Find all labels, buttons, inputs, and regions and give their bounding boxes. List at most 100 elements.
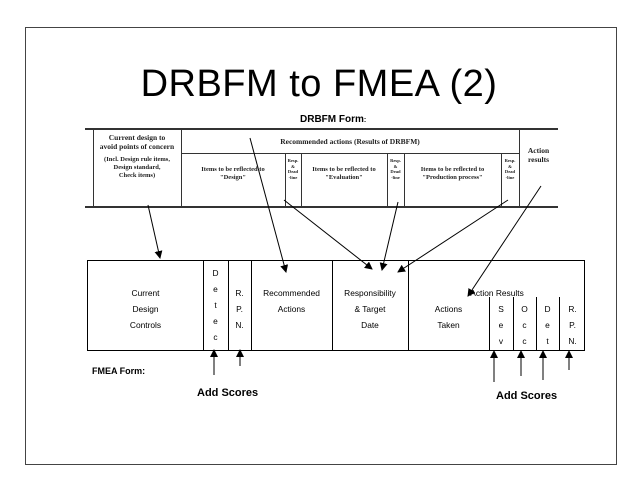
fmea-divider [228,261,229,350]
fmea-action-results-header: Action Results [470,288,524,298]
arrow-production-to-responsibility [397,199,509,273]
fmea-occ-letter: c [522,336,527,346]
fmea-actions-taken-line: Taken [437,320,460,330]
fmea-form: Current Design Controls D e t e c R. P. … [87,260,585,351]
fmea-rpn2-letter: N. [568,336,577,346]
drbfm-current-design-sub-line: (Incl. Design rule items, [104,156,170,163]
fmea-det2-header: D e t [536,301,559,349]
fmea-occ-letter: c [522,320,527,330]
fmea-divider [251,261,252,350]
fmea-divider [203,261,204,350]
arrow-design-to-recommended [249,137,289,273]
fmea-actions-taken-line: Actions [434,304,463,314]
drbfm-current-design-line: avoid points of concern [99,142,175,151]
drbfm-group-divider [181,153,519,154]
fmea-occ-header: O c c [513,301,536,349]
drbfm-production-header: Items to be reflected to "Production pro… [404,166,501,182]
drbfm-resp-line: Resp. [504,158,516,163]
fmea-rpn-letter: R. [235,288,244,298]
fmea-sev-letter: S [498,304,504,314]
drbfm-design-line: Items to be reflected to [201,166,265,173]
drbfm-resp-line: -line [391,174,400,180]
fmea-rpn2-letter: R. [568,304,577,314]
fmea-detection-header: D e t e c [203,265,228,345]
drbfm-current-design-sub-line: Design standard, [113,164,161,171]
drbfm-divider [285,153,286,206]
drbfm-current-design-sub-line: Check items) [118,172,156,179]
fmea-rpn-header: R. P. N. [228,285,251,333]
fmea-recommended-line: Actions [277,304,306,314]
fmea-sev-letter: v [498,336,504,346]
fmea-recommended-line: Recommended [263,288,320,298]
drbfm-divider [501,153,502,206]
drbfm-resp-line: -line [505,174,515,180]
drbfm-resp-line: Dead [390,169,401,174]
fmea-rpn2-letter: P. [569,320,576,330]
fmea-det-letter: D [212,268,219,278]
fmea-divider [408,261,409,350]
drbfm-recommended-header: Recommended actions (Results of DRBFM) [280,137,420,146]
fmea-det2-letter: D [544,304,551,314]
fmea-divider [489,297,490,350]
fmea-sev-header: S e v [489,301,513,349]
drbfm-form: Current design to avoid points of concer… [85,128,558,208]
drbfm-production-line: Items to be reflected to [420,166,485,173]
fmea-divider [513,297,514,350]
add-scores-label-left: Add Scores [197,387,259,399]
drbfm-action-results-header: Action results [527,146,550,164]
drbfm-current-design-line: Current design to [108,133,166,142]
arrow-current-design [147,204,163,259]
arrow-action-results [467,185,542,297]
drbfm-form-label: DRBFM Form: [300,114,366,125]
drbfm-current-design-header: Current design to avoid points of concer… [93,133,181,151]
drbfm-resp-line: -line [288,174,298,180]
fmea-divider [332,261,333,350]
drbfm-form-label-colon: : [363,117,367,124]
drbfm-evaluation-line: "Evaluation" [325,174,363,181]
drbfm-form-label-text: DRBFM Form [300,114,364,125]
drbfm-design-line: "Design" [220,174,246,181]
arrow-resp-to-responsibility [379,201,399,271]
fmea-divider [536,297,537,350]
fmea-det-letter: t [214,300,217,310]
drbfm-resp-header: Resp. & Dead -line [501,158,519,180]
drbfm-resp-line: & [393,163,398,169]
fmea-responsibility: Responsibility & Target Date [332,285,408,333]
fmea-rpn-letter: N. [235,320,244,330]
fmea-det-letter: c [213,332,218,342]
slide-frame [25,27,617,465]
drbfm-resp-line: Resp. [287,158,299,163]
fmea-actions-taken: Actions Taken [408,301,489,333]
drbfm-resp-line: Dead [287,169,299,174]
drbfm-resp-header: Resp. & Dead -line [285,158,301,180]
drbfm-resp-line: & [508,163,512,169]
drbfm-production-line: "Production process" [422,174,483,181]
drbfm-resp-line: Dead [504,169,516,174]
drbfm-divider [387,153,388,206]
fmea-det-letter: e [213,316,218,326]
fmea-form-label: FMEA Form: [92,366,146,376]
fmea-current-design-controls: Current Design Controls [88,285,203,333]
drbfm-divider [181,130,182,206]
drbfm-divider [301,153,302,206]
drbfm-design-header: Items to be reflected to "Design" [181,166,285,182]
fmea-rpn2-header: R. P. N. [559,301,586,349]
drbfm-divider [93,130,94,206]
arrow-evaluation-to-responsibility [283,199,373,270]
drbfm-resp-line: Resp. [390,158,401,163]
add-scores-label-right: Add Scores [496,390,558,402]
drbfm-current-design-sub: (Incl. Design rule items, Design standar… [93,156,181,180]
drbfm-divider [519,130,520,206]
fmea-det-letter: e [213,284,218,294]
fmea-responsibility-line: & Target [354,304,386,314]
fmea-sev-letter: e [498,320,504,330]
fmea-det2-letter: t [546,336,549,346]
fmea-recommended-actions: Recommended Actions [251,285,332,317]
fmea-occ-letter: O [521,304,528,314]
fmea-responsibility-line: Date [361,320,379,330]
drbfm-resp-line: & [291,163,295,169]
fmea-rpn-letter: P. [236,304,243,314]
drbfm-evaluation-line: Items to be reflected to [312,166,376,173]
fmea-current-line: Design [132,304,159,314]
fmea-responsibility-line: Responsibility [344,288,396,298]
